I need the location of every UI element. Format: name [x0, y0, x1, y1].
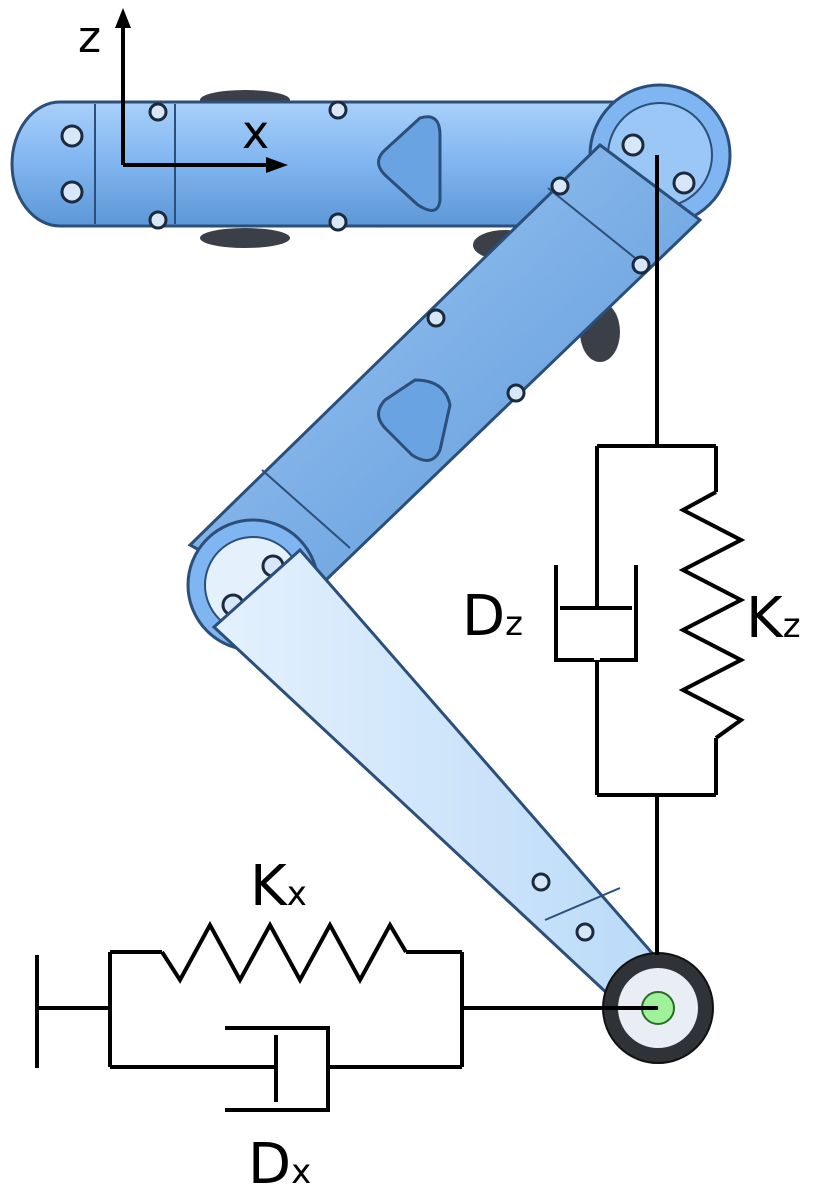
spring-kx	[160, 920, 408, 985]
z-axis-arrow-icon	[115, 8, 131, 28]
vertical-spring-damper	[554, 155, 746, 955]
shin-shell	[211, 547, 683, 1012]
horizontal-spring-damper	[35, 920, 658, 1112]
dx-label: Dx	[248, 1132, 311, 1196]
thigh-bolts	[426, 176, 651, 403]
hip-hub-bottom	[200, 228, 290, 248]
damper-dx	[110, 1026, 462, 1112]
body-cover-plate	[377, 115, 442, 212]
robot-shin	[211, 547, 683, 1012]
x-axis-label: x	[242, 105, 269, 159]
kz-label: Kz	[746, 586, 801, 651]
shin-bolts	[531, 872, 595, 942]
x-axis-arrow-icon	[266, 157, 288, 173]
z-axis-label: z	[78, 12, 101, 63]
spring-kz	[678, 490, 746, 740]
damper-dz	[554, 565, 638, 795]
dz-label: Dz	[462, 584, 523, 649]
coordinate-axes	[115, 8, 288, 173]
body-bolts	[60, 100, 348, 232]
kx-label: Kx	[250, 854, 307, 919]
thigh-cover-plate	[377, 378, 452, 462]
